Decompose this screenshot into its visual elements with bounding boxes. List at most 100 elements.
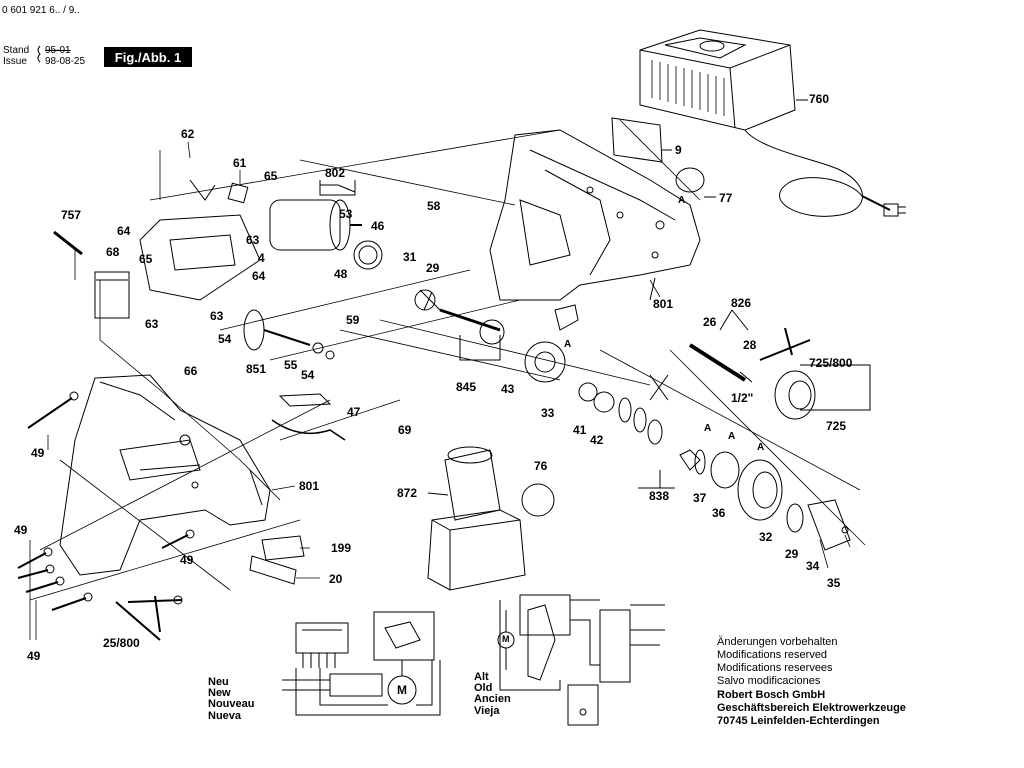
- label-20: 20: [329, 572, 343, 586]
- label-61: 61: [233, 156, 247, 170]
- label-802: 802: [325, 166, 346, 180]
- label-35: 35: [827, 576, 841, 590]
- label-68: 68: [106, 245, 120, 259]
- label-826: 826: [731, 296, 752, 310]
- label-32: 32: [759, 530, 773, 544]
- label-801b: 801: [653, 297, 674, 311]
- label-63c: 63: [145, 317, 159, 331]
- label-arrow-a4: A: [728, 431, 736, 442]
- label-64a: 64: [117, 224, 131, 238]
- label-46: 46: [371, 219, 385, 233]
- label-65a: 65: [264, 169, 278, 183]
- label-801a: 801: [299, 479, 320, 493]
- label-29a: 29: [426, 261, 440, 275]
- label-53: 53: [339, 207, 353, 221]
- label-arrow-a5: A: [757, 442, 765, 453]
- label-76: 76: [534, 459, 548, 473]
- modification-note-en: Modifications reserved: [717, 649, 828, 661]
- battery-drawing: [427, 446, 555, 591]
- clip-47-drawing: [271, 419, 346, 441]
- nameplate-disc-drawing: [675, 167, 705, 193]
- label-757: 757: [61, 208, 82, 222]
- label-arrow-a3: A: [704, 423, 712, 434]
- modification-note-de: Änderungen vorbehalten: [717, 636, 838, 648]
- label-49b: 49: [14, 523, 28, 537]
- label-63b: 63: [210, 309, 224, 323]
- label-arrow-a2: A: [564, 339, 572, 350]
- label-64b: 64: [252, 269, 266, 283]
- label-59: 59: [346, 313, 360, 327]
- legend-old-fr: Ancien: [474, 693, 511, 706]
- label-77: 77: [719, 191, 733, 205]
- label-54a: 54: [218, 332, 232, 346]
- label-28: 28: [743, 338, 757, 352]
- issue-label: Issue: [3, 56, 27, 67]
- legend-old: Alt Old Ancien Vieja: [474, 671, 511, 717]
- screws-drawing: [17, 391, 195, 611]
- stand-value: 95-01: [45, 45, 71, 56]
- label-66: 66: [184, 364, 198, 378]
- company-division: Geschäftsbereich Elektrowerkzeuge: [717, 702, 906, 714]
- label-872: 872: [397, 486, 418, 500]
- label-47: 47: [347, 405, 361, 419]
- plate-199-drawing: [261, 535, 305, 561]
- label-760: 760: [809, 92, 830, 106]
- label-58: 58: [427, 199, 441, 213]
- chuck-key-drawing: [115, 595, 183, 641]
- gearbox-drawing: [243, 289, 851, 551]
- legend-old-en: Old: [474, 682, 493, 695]
- label-42: 42: [590, 433, 604, 447]
- label-851: 851: [246, 362, 267, 376]
- motor-drawing: [53, 179, 383, 319]
- label-49a: 49: [31, 446, 45, 460]
- part-number: 0 601 921 6.. / 9..: [2, 5, 80, 16]
- label-62: 62: [181, 127, 195, 141]
- label-845: 845: [456, 380, 477, 394]
- motor-symbol-new: M: [397, 683, 407, 697]
- label-43: 43: [501, 382, 515, 396]
- housing-right-drawing: [489, 129, 701, 331]
- label-half-inch: 1/2": [731, 391, 754, 405]
- label-49d: 49: [27, 649, 41, 663]
- modification-note-fr: Modifications reservees: [717, 662, 833, 674]
- stand-label: Stand: [3, 45, 30, 56]
- schematic-new-drawing: [282, 611, 441, 716]
- schematic-old-drawing: [497, 594, 665, 726]
- label-725-800: 725/800: [809, 356, 853, 370]
- plate-20-drawing: [249, 555, 297, 585]
- label-48: 48: [334, 267, 348, 281]
- label-card-drawing: [611, 117, 663, 163]
- label-29b: 29: [785, 547, 799, 561]
- label-63a: 63: [246, 233, 260, 247]
- label-4: 4: [258, 251, 265, 265]
- assembly-guide-lines: [29, 119, 866, 640]
- label-31: 31: [403, 250, 417, 264]
- legend-old-de: Alt: [474, 671, 489, 683]
- label-199: 199: [331, 541, 352, 555]
- label-49c: 49: [180, 553, 194, 567]
- label-33: 33: [541, 406, 555, 420]
- legend-new-en: New: [208, 687, 231, 700]
- label-37: 37: [693, 491, 707, 505]
- legend-new-es: Nueva: [208, 709, 242, 722]
- label-26: 26: [703, 315, 717, 329]
- legend-new: Neu New Nouveau Nueva: [208, 676, 255, 722]
- label-69: 69: [398, 423, 412, 437]
- label-725: 725: [826, 419, 847, 433]
- label-34: 34: [806, 559, 820, 573]
- label-36: 36: [712, 506, 726, 520]
- legend-new-fr: Nouveau: [208, 698, 255, 711]
- label-arrow-a1: A: [678, 195, 686, 206]
- motor-symbol-old: M: [502, 634, 510, 644]
- label-25-800: 25/800: [103, 636, 140, 650]
- legend-new-de: Neu: [208, 676, 229, 688]
- label-54b: 54: [301, 368, 315, 382]
- figure-badge: Fig./Abb. 1: [104, 47, 192, 67]
- label-65b: 65: [139, 252, 153, 266]
- label-55: 55: [284, 358, 298, 372]
- legend-old-es: Vieja: [474, 704, 500, 717]
- chuck-drawing: [688, 327, 816, 420]
- label-838: 838: [649, 489, 670, 503]
- label-9: 9: [675, 143, 682, 157]
